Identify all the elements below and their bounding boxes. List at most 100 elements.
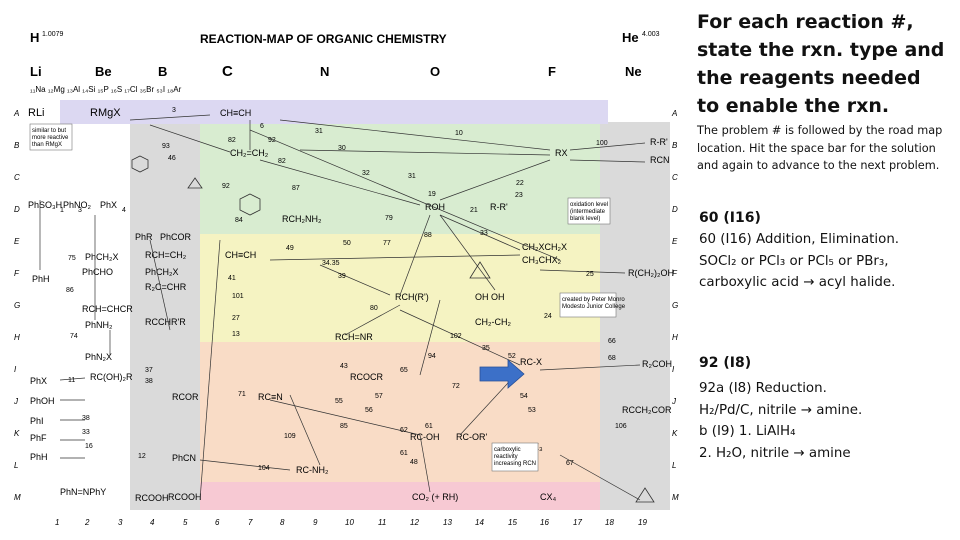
svg-text:CH≡CH: CH≡CH [225,250,256,260]
svg-text:PhR: PhR [135,232,153,242]
svg-text:41: 41 [228,275,236,282]
svg-text:J: J [671,397,677,406]
yellow-band [200,234,600,342]
svg-text:RCOR: RCOR [172,392,199,402]
svg-text:F: F [672,269,678,278]
svg-text:14: 14 [475,518,484,527]
svg-text:similar to but: similar to but [32,128,66,134]
svg-text:H: H [672,333,678,342]
svg-text:31: 31 [315,128,323,135]
svg-text:RC(OH)₂R: RC(OH)₂R [90,372,133,382]
compound-labels: RLi RMgX CH≡CH CH₂=CH₂ RX R-R' RCN ROH R… [28,107,674,503]
svg-text:RX: RX [555,148,568,158]
svg-text:RC-X: RC-X [520,357,542,367]
svg-text:16: 16 [540,518,549,527]
svg-text:RCH₂NH₂: RCH₂NH₂ [282,214,322,224]
svg-text:100: 100 [596,140,608,147]
svg-text:30: 30 [338,145,346,152]
svg-text:oxidation level: oxidation level [570,202,608,208]
left-column-band [28,124,130,510]
svg-text:R-R': R-R' [490,202,508,212]
element-he: He [622,30,639,45]
svg-text:80: 80 [370,305,378,312]
svg-text:32: 32 [362,170,370,177]
svg-text:79: 79 [385,215,393,222]
svg-text:3: 3 [172,107,176,114]
svg-text:61: 61 [425,423,433,430]
svg-text:23: 23 [515,192,523,199]
svg-text:PhCN: PhCN [172,453,196,463]
element-he-mass: 4.003 [642,31,660,38]
svg-text:39: 39 [338,273,346,280]
svg-text:74: 74 [70,333,78,340]
svg-text:R₂COH: R₂COH [642,359,672,369]
problem-92-line2: H₂/Pd/C, nitrile → amine. [699,402,863,418]
svg-text:PhNO₂: PhNO₂ [63,200,92,210]
svg-text:L: L [14,461,18,470]
svg-text:more reactive: more reactive [32,135,69,141]
element-row3: ₁₁Na ₁₂Mg ₁₃Al ₁₄Si ₁₅P ₁₆S ₁₇Cl ₃₅Br ₅₃… [30,85,182,94]
svg-text:blank level): blank level) [570,216,600,222]
svg-text:25: 25 [586,271,594,278]
element-h-mass: 1.0079 [42,31,64,38]
svg-text:12: 12 [138,453,146,460]
svg-text:48: 48 [410,459,418,466]
svg-text:8: 8 [280,518,285,527]
svg-text:18: 18 [605,518,614,527]
element-o: O [430,64,440,79]
problem-92-line3: b (I9) 1. LiAlH₄ [699,424,796,439]
element-n: N [320,64,329,79]
svg-text:4: 4 [150,518,155,527]
svg-text:11: 11 [378,518,386,527]
svg-text:PhSO₃H: PhSO₃H [28,200,62,210]
svg-text:RCCHR'R: RCCHR'R [145,317,186,327]
svg-text:PhCHO: PhCHO [82,267,113,277]
svg-text:72: 72 [452,383,460,390]
svg-text:H: H [14,333,20,342]
svg-text:G: G [14,301,20,310]
svg-text:21: 21 [470,207,478,214]
svg-text:PhOH: PhOH [30,396,55,406]
element-b: B [158,64,167,79]
svg-text:56: 56 [365,407,373,414]
svg-text:27: 27 [232,315,240,322]
green-band [200,124,600,234]
svg-text:86: 86 [66,287,74,294]
svg-text:reactivity: reactivity [494,454,518,460]
svg-text:92: 92 [268,137,276,144]
element-f: F [548,64,556,79]
svg-text:49: 49 [286,245,294,252]
svg-text:54: 54 [520,393,528,400]
svg-text:increasing RCN: increasing RCN [494,461,536,467]
svg-text:71: 71 [238,391,246,398]
epoxide-icon [469,261,491,279]
svg-text:CX₄: CX₄ [540,492,557,502]
svg-text:1: 1 [55,518,59,527]
problem-60-line1: 60 (I16) Addition, Elimination. [699,232,900,247]
svg-text:53: 53 [528,407,536,414]
svg-text:G: G [672,301,678,310]
svg-text:34.35: 34.35 [322,260,340,267]
svg-text:33: 33 [82,429,90,436]
svg-text:RC-OH: RC-OH [410,432,440,442]
svg-text:CH≡CH: CH≡CH [220,108,251,118]
svg-text:CH₂-CH₂: CH₂-CH₂ [475,317,511,327]
svg-text:A: A [13,109,19,118]
svg-text:PhI: PhI [30,416,44,426]
svg-text:J: J [13,397,19,406]
svg-text:OH OH: OH OH [475,292,505,302]
svg-text:CH₃CHX₂: CH₃CHX₂ [522,255,562,265]
map-title: REACTION-MAP OF ORGANIC CHEMISTRY [200,32,447,46]
problem-60-answer: 60 (I16) Addition, Elimination. SOCl₂ or… [699,229,954,294]
svg-text:E: E [672,237,678,246]
svg-text:3: 3 [78,207,82,214]
svg-text:82: 82 [228,137,236,144]
svg-text:RCH=CHCR: RCH=CHCR [82,304,133,314]
svg-text:109: 109 [284,433,296,440]
svg-text:PhN=NPhY: PhN=NPhY [60,487,106,497]
svg-text:K: K [14,429,20,438]
svg-text:C: C [672,173,678,182]
svg-text:88: 88 [424,232,432,239]
svg-text:K: K [672,429,678,438]
